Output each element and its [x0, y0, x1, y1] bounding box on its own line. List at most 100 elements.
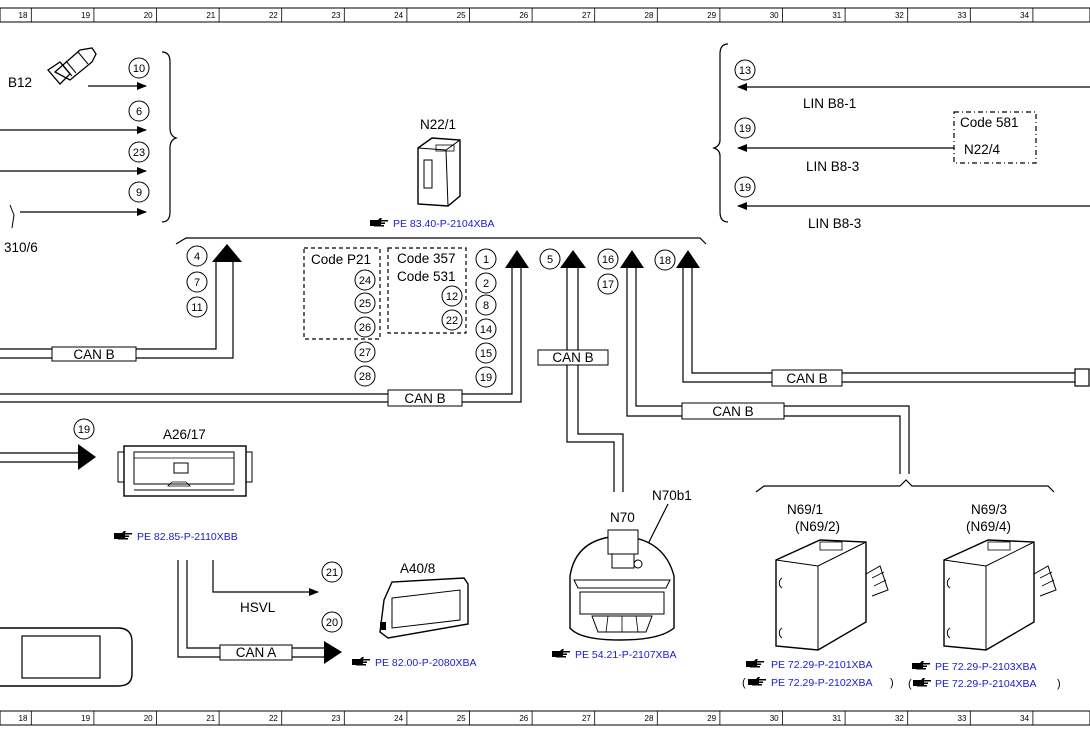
code-357-label: Code 357	[397, 251, 456, 266]
ruler-bottom-label: 33	[958, 714, 967, 723]
ruler-top-label: 33	[958, 11, 967, 20]
ruler-top-label: 18	[19, 11, 28, 20]
pin-circle	[354, 365, 376, 387]
lin-b8-1-label: LIN B8-1	[803, 96, 856, 111]
can-a-label: CAN A	[219, 644, 293, 661]
ruler-top-label: 34	[1020, 11, 1029, 20]
svg-text:CAN B: CAN B	[73, 347, 114, 362]
pointing-hand-icon	[913, 678, 931, 687]
pin-number: 25	[359, 298, 371, 310]
svg-text:CAN B: CAN B	[786, 371, 827, 386]
ref-n69-3[interactable]: PE 72.29-P-2103XBA	[935, 661, 1037, 673]
n22-4-label: N22/4	[964, 142, 1001, 157]
pin-circle	[73, 418, 95, 440]
pin-number: 2	[483, 278, 489, 290]
pin-number: 19	[739, 182, 751, 194]
pin-number: 19	[78, 424, 90, 436]
pin-number: 5	[547, 254, 553, 266]
pin-circle	[654, 249, 676, 271]
pointing-hand-icon	[352, 657, 370, 666]
ref-n69-1[interactable]: PE 72.29-P-2101XBA	[771, 659, 873, 671]
pin-circle	[734, 117, 756, 139]
arrow-up-3	[560, 250, 586, 268]
ruler-top-label: 32	[895, 11, 904, 20]
ruler-top-label: 19	[81, 11, 90, 20]
pin-circle	[475, 294, 497, 316]
arrow-up-2	[505, 250, 529, 268]
n22-1-label: N22/1	[420, 117, 456, 132]
pin-number: 7	[194, 277, 200, 289]
ruler-bottom-label: 19	[81, 714, 90, 723]
arrow-right-can-a	[324, 641, 342, 664]
pin-number: 24	[359, 275, 371, 287]
n69-4-label: (N69/4)	[966, 519, 1011, 534]
pointing-hand-icon	[748, 677, 766, 686]
ref-n70[interactable]: PE 54.21-P-2107XBA	[575, 649, 677, 661]
pin-circle	[539, 248, 561, 270]
pointing-hand-icon	[370, 218, 388, 227]
b10-6-label: 310/6	[4, 240, 38, 255]
pointing-hand-icon	[912, 661, 930, 670]
ruler-bottom-label: 24	[394, 714, 403, 723]
n69-1-module	[775, 539, 889, 651]
svg-text:CAN B: CAN B	[712, 404, 753, 419]
ref-n22-1[interactable]: PE 83.40-P-2104XBA	[393, 218, 495, 230]
ruler-bottom	[0, 710, 1090, 726]
svg-text:CAN B: CAN B	[404, 391, 445, 406]
ruler-top-label: 31	[832, 11, 841, 20]
pin-number: 21	[326, 567, 338, 579]
ruler-bottom-label: 28	[645, 714, 654, 723]
ruler-top-label: 20	[144, 11, 153, 20]
pointing-hand-icon	[746, 659, 764, 668]
paren-open-n69-2: (	[742, 677, 746, 689]
code-p21-box	[303, 247, 381, 340]
pin-number: 16	[602, 254, 614, 266]
a26-17-label: A26/17	[163, 427, 206, 442]
ref-a26-17[interactable]: PE 82.85-P-2110XBB	[137, 531, 238, 543]
pin-number: 17	[602, 279, 614, 291]
paren-open-n69-4: (	[908, 678, 912, 690]
ref-n69-4[interactable]: PE 72.29-P-2104XBA	[935, 678, 1037, 690]
ruler-bottom-label: 32	[895, 714, 904, 723]
a40-8-display	[379, 577, 469, 639]
ruler-bottom-label: 31	[832, 714, 841, 723]
can-b-label-4: CAN B	[681, 402, 785, 420]
pin-number: 19	[739, 123, 751, 135]
can-b-bus-4	[626, 268, 910, 474]
pin-number: 14	[480, 324, 492, 336]
n22-1-module	[417, 137, 461, 207]
ruler-top-label: 30	[770, 11, 779, 20]
bracket-n22-1	[175, 237, 707, 245]
can-b-label-2: CAN B	[387, 389, 463, 407]
pin-circle	[475, 366, 497, 388]
pin-circle	[597, 273, 619, 295]
ruler-top-label: 25	[457, 11, 466, 20]
ruler-bottom-label: 22	[269, 714, 278, 723]
pin-circle	[475, 342, 497, 364]
pin-circle	[597, 248, 619, 270]
svg-text:CAN A: CAN A	[236, 645, 277, 660]
svg-text:CAN B: CAN B	[552, 350, 593, 365]
pointing-hand-icon	[552, 649, 570, 658]
can-b-bus-5	[682, 268, 1090, 387]
pin-circle	[441, 309, 463, 331]
n70-label: N70	[610, 510, 635, 525]
n69-3-module	[943, 539, 1057, 651]
n69-1-label: N69/1	[787, 502, 823, 517]
paren-close-n69-4: )	[1057, 678, 1061, 690]
pin-number: 23	[133, 147, 145, 159]
pin-circle	[354, 316, 376, 338]
ruler-top-label: 23	[332, 11, 341, 20]
pin-circle	[186, 245, 208, 267]
pin-circle	[128, 141, 150, 163]
pin-number: 15	[480, 348, 492, 360]
pin-number: 19	[480, 372, 492, 384]
pin-circle	[186, 271, 208, 293]
ref-n69-2[interactable]: PE 72.29-P-2102XBA	[771, 677, 873, 689]
hsvl-label: HSVL	[240, 600, 276, 615]
ref-a40-8[interactable]: PE 82.00-P-2080XBA	[375, 657, 477, 669]
n70b1-label: N70b1	[652, 488, 692, 503]
pin-circle	[734, 176, 756, 198]
brace-left	[161, 51, 178, 223]
